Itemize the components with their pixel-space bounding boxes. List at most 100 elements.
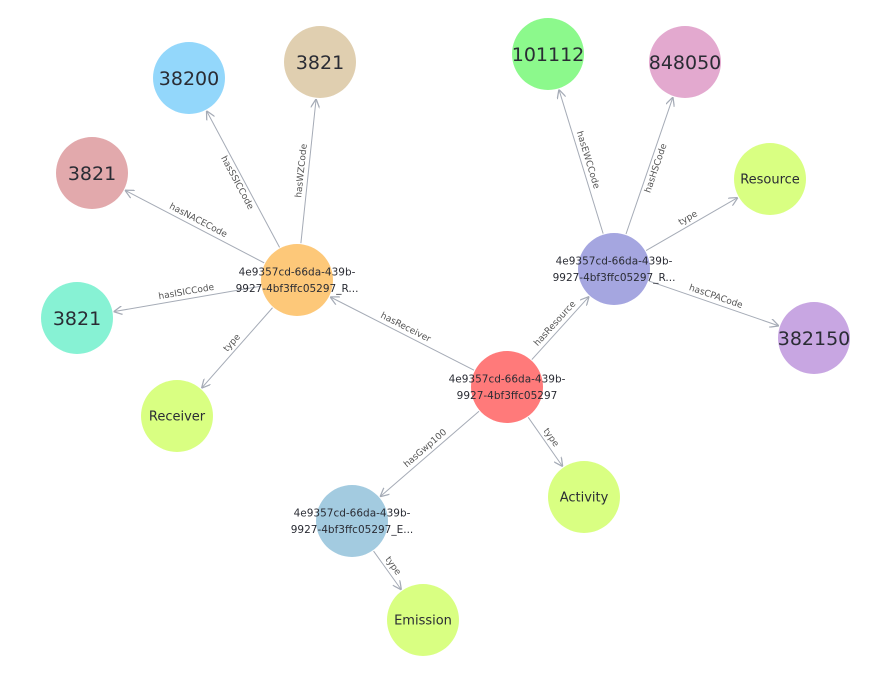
node-caption-line: 9927-4bf3ffc05297_R... (236, 283, 359, 295)
node-caption: 3821 (53, 308, 101, 330)
node-circle (261, 244, 333, 316)
edge-line (126, 191, 265, 264)
edge-label-resource_hasHSCode: hasHSCode (643, 142, 669, 194)
node-caption-line: 3821 (53, 308, 101, 330)
edge-line (648, 280, 778, 326)
node-caption: 101112 (512, 44, 585, 66)
node-caption-line: 4e9357cd-66da-439b- (556, 256, 673, 268)
edge-activity_hasResource[interactable]: hasResource (531, 297, 589, 360)
node-code-3821-isic[interactable]: 3821 (41, 282, 113, 354)
edge-label-emission_type: type (383, 555, 403, 578)
node-circle (778, 302, 850, 374)
edge-line (114, 285, 261, 311)
node-caption-line: 9927-4bf3ffc05297 (457, 390, 558, 402)
node-circle (56, 137, 128, 209)
node-circle (141, 380, 213, 452)
node-class-activity[interactable]: Activity (548, 461, 620, 533)
node-caption: 848050 (649, 52, 722, 74)
edge-label-receiver_hasNACECode: hasNACECode (167, 202, 228, 241)
edge-line (202, 307, 273, 388)
node-code-848050[interactable]: 848050 (649, 26, 722, 98)
node-circle (41, 282, 113, 354)
node-caption: Receiver (149, 410, 206, 425)
edge-line (645, 198, 737, 251)
node-class-receiver[interactable]: Receiver (141, 380, 213, 452)
nodes-layer: 4e9357cd-66da-439b-9927-4bf3ffc052974e93… (41, 18, 850, 656)
node-class-emission[interactable]: Emission (387, 584, 459, 656)
edge-line (625, 98, 673, 235)
node-caption: 4e9357cd-66da-439b- 9927-4bf3ffc05297 (449, 374, 566, 402)
node-caption-line: 4e9357cd-66da-439b- (294, 508, 411, 520)
node-circle (316, 485, 388, 557)
edge-line (381, 410, 480, 496)
edge-label-activity_hasGwp100: hasGwp100 (402, 427, 449, 469)
edge-label-activity_hasResource: hasResource (532, 299, 578, 348)
node-circle (387, 584, 459, 656)
edge-activity_hasGwp100[interactable]: hasGwp100 (381, 410, 480, 496)
node-caption: Activity (560, 491, 609, 506)
node-caption-line: 3821 (68, 163, 116, 185)
node-caption-line: 9927-4bf3ffc05297_R... (553, 272, 676, 284)
node-emission-entity[interactable]: 4e9357cd-66da-439b- 9927-4bf3ffc05297_E..… (291, 485, 414, 557)
node-circle (548, 461, 620, 533)
node-caption-line: 101112 (512, 44, 585, 66)
node-caption-line: 9927-4bf3ffc05297_E... (291, 524, 414, 536)
node-caption: 38200 (159, 68, 219, 90)
edge-resource_hasHSCode[interactable]: hasHSCode (625, 98, 673, 235)
edge-label-activity_hasReceiver: hasReceiver (379, 311, 433, 345)
edge-label-activity_type: type (541, 427, 561, 450)
node-caption: 4e9357cd-66da-439b- 9927-4bf3ffc05297_R..… (236, 267, 359, 295)
node-code-38200[interactable]: 38200 (153, 42, 225, 114)
node-resource-entity[interactable]: 4e9357cd-66da-439b- 9927-4bf3ffc05297_R..… (553, 233, 676, 305)
edge-activity_hasReceiver[interactable]: hasReceiver (331, 297, 475, 371)
node-code-382150[interactable]: 382150 (778, 302, 851, 374)
node-caption-line: 848050 (649, 52, 722, 74)
node-code-101112[interactable]: 101112 (512, 18, 585, 90)
node-caption: 4e9357cd-66da-439b- 9927-4bf3ffc05297_R..… (553, 256, 676, 284)
node-caption-line: Emission (394, 614, 452, 629)
node-caption: 3821 (68, 163, 116, 185)
node-caption: 382150 (778, 328, 851, 350)
edge-line (373, 550, 401, 589)
node-code-3821-wz[interactable]: 3821 (284, 26, 356, 98)
node-code-3821-nace[interactable]: 3821 (56, 137, 128, 209)
edge-line (300, 100, 316, 244)
edge-receiver_type[interactable]: type (202, 307, 273, 388)
node-circle (471, 351, 543, 423)
node-circle (734, 143, 806, 215)
node-caption: Emission (394, 614, 452, 629)
node-class-resource[interactable]: Resource (734, 143, 806, 215)
edge-label-receiver_type: type (222, 332, 243, 354)
edge-receiver_hasWZCode[interactable]: hasWZCode (294, 100, 316, 244)
node-caption: 4e9357cd-66da-439b- 9927-4bf3ffc05297_E..… (291, 508, 414, 536)
edge-resource_type[interactable]: type (645, 198, 737, 251)
edge-line (559, 90, 604, 234)
edge-activity_type[interactable]: type (527, 417, 562, 466)
edge-emission_type[interactable]: type (373, 550, 403, 589)
node-circle (578, 233, 650, 305)
node-activity[interactable]: 4e9357cd-66da-439b- 9927-4bf3ffc05297 (449, 351, 566, 423)
node-receiver-entity[interactable]: 4e9357cd-66da-439b- 9927-4bf3ffc05297_R..… (236, 244, 359, 316)
edges-layer: hasReceiver hasResource hasGwp100 type hasSS… (114, 90, 778, 589)
edge-line (331, 297, 475, 371)
edge-line (207, 112, 280, 248)
node-circle (153, 42, 225, 114)
edge-label-resource_type: type (677, 209, 700, 228)
edge-line (527, 417, 562, 466)
node-caption: 3821 (296, 52, 344, 74)
node-caption-line: 4e9357cd-66da-439b- (239, 267, 356, 279)
node-caption-line: Activity (560, 491, 609, 506)
edge-resource_hasCPACode[interactable]: hasCPACode (648, 280, 778, 326)
node-caption-line: Resource (740, 173, 800, 188)
node-caption-line: 4e9357cd-66da-439b- (449, 374, 566, 386)
node-caption-line: 38200 (159, 68, 219, 90)
edge-line (531, 297, 589, 360)
node-circle (284, 26, 356, 98)
node-circle (512, 18, 584, 90)
edge-resource_hasEWCCode[interactable]: hasEWCCode (559, 90, 604, 234)
edge-label-receiver_hasSSICCode: hasSSICCode (218, 154, 255, 211)
node-circle (649, 26, 721, 98)
node-caption-line: Receiver (149, 410, 206, 425)
edge-label-receiver_hasWZCode: hasWZCode (294, 143, 310, 198)
